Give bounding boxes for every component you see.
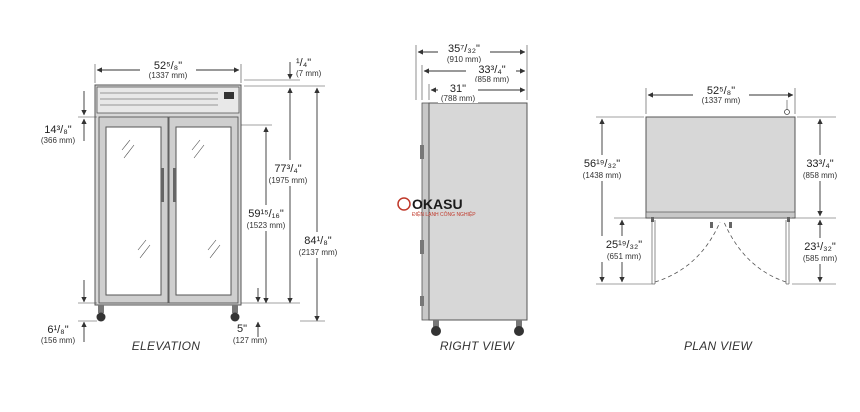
side-caster-rear: [514, 326, 524, 336]
plan-door-edge: [645, 211, 796, 219]
plan-view-caption: PLAN VIEW: [684, 339, 753, 353]
leg-height-mm: (156 mm): [41, 336, 76, 345]
elevation-width-in: 52⁵/₈": [154, 60, 182, 72]
overall-depth-in: 35⁷/₃₂": [448, 43, 480, 55]
caster-height-in: 5": [237, 323, 247, 335]
door-swing-right-in: 23¹/₃₂": [804, 241, 836, 253]
caster-right: [232, 305, 238, 313]
caster-wheel-left: [96, 312, 106, 322]
cabinet-depth-in: 33³/₄": [478, 64, 505, 76]
cabinet-depth-mm: (858 mm): [475, 75, 510, 84]
cabinet-top: [645, 116, 796, 219]
logo-subtitle: ĐIỆN LẠNH CÔNG NGHIỆP: [412, 210, 476, 218]
top-offset-in: 14³/₈": [44, 124, 72, 136]
cabinet-side: [428, 102, 528, 321]
elevation-width-mm: (1337 mm): [149, 71, 188, 80]
elevation-caption: ELEVATION: [132, 339, 201, 353]
right-door-swing-arc: [723, 221, 787, 283]
okasu-logo: OKASU ĐIỆN LẠNH CÔNG NGHIỆP: [397, 196, 476, 218]
left-door-swing-arc: [654, 221, 721, 283]
body-depth-in: 31": [450, 83, 466, 95]
door-swing-left-in: 25¹⁹/₃₂": [606, 239, 642, 251]
top-louver-panel: [96, 86, 240, 114]
glass-height-in: 59¹⁵/₁₆": [248, 208, 284, 220]
plan-width-mm: (1337 mm): [702, 96, 741, 105]
overall-depth-mm: (910 mm): [447, 55, 482, 64]
glass-height-mm: (1523 mm): [247, 221, 286, 230]
door-height-in: 77³/₄": [274, 163, 301, 175]
glass-reflection: [121, 139, 135, 159]
side-hinge-bottom: [420, 240, 424, 254]
swing-depth-mm: (1438 mm): [583, 171, 622, 180]
left-door-glass: [105, 126, 162, 296]
plan-width-in: 52⁵/₈": [707, 85, 735, 97]
door-swing-right-mm: (585 mm): [803, 254, 838, 263]
plan-depth-in: 33³/₄": [806, 158, 833, 170]
caster-left: [98, 305, 104, 313]
logo-mark-icon: [397, 197, 411, 211]
door-height-mm: (1975 mm): [269, 176, 308, 185]
side-hinge-top: [420, 145, 424, 159]
right-door-handle: [173, 168, 176, 202]
swing-depth-in: 56¹⁹/₃₂": [584, 158, 620, 170]
control-panel: [224, 92, 234, 99]
logo-name: OKASU: [412, 196, 463, 212]
elevation-view: 52⁵/₈" (1337 mm) ¹/₄" (7 mm) 14³/₈" (366…: [41, 57, 344, 353]
top-gap-in: ¹/₄": [296, 57, 311, 69]
top-offset-mm: (366 mm): [41, 136, 76, 145]
door-swing-left-mm: (651 mm): [607, 252, 642, 261]
leg-height-in: 6¹/₈": [47, 324, 68, 336]
plan-view: 52⁵/₈" (1337 mm) 56¹⁹/₃₂" (1438 mm) 25¹⁹…: [576, 84, 845, 353]
left-door-handle: [161, 168, 164, 202]
side-caster-front: [431, 326, 441, 336]
right-door-glass: [175, 126, 232, 296]
total-height-mm: (2137 mm): [299, 248, 338, 257]
top-gap-mm: (7 mm): [296, 69, 322, 78]
right-view-caption: RIGHT VIEW: [440, 339, 516, 353]
total-height-in: 84¹/₈": [304, 235, 332, 247]
caster-wheel-right: [230, 312, 240, 322]
power-cord-icon: [784, 109, 790, 115]
caster-height-mm: (127 mm): [233, 336, 268, 345]
right-side-view: 35⁷/₃₂" (910 mm) 33³/₄" (858 mm) 31" (78…: [415, 41, 528, 353]
plan-depth-mm: (858 mm): [803, 171, 838, 180]
body-depth-mm: (788 mm): [441, 94, 476, 103]
